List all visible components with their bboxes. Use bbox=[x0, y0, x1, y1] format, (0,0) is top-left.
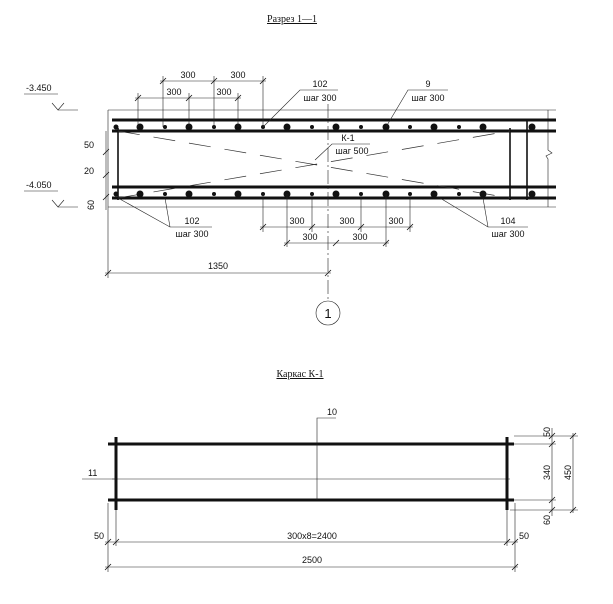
svg-text:50: 50 bbox=[84, 140, 94, 150]
svg-text:50: 50 bbox=[94, 531, 104, 541]
svg-text:102: 102 bbox=[184, 216, 199, 226]
svg-text:300: 300 bbox=[352, 232, 367, 242]
svg-text:50: 50 bbox=[519, 531, 529, 541]
svg-text:9: 9 bbox=[425, 79, 430, 89]
svg-text:300: 300 bbox=[302, 232, 317, 242]
svg-text:300x8=2400: 300x8=2400 bbox=[287, 531, 337, 541]
svg-text:300: 300 bbox=[166, 87, 181, 97]
svg-text:300: 300 bbox=[230, 70, 245, 80]
elevation-top: -3.450 bbox=[24, 83, 78, 111]
svg-text:102: 102 bbox=[312, 79, 327, 89]
left-dimensions: 50 20 60 bbox=[84, 131, 110, 210]
bottom-frame-dimensions: 50 300x8=2400 50 2500 bbox=[94, 503, 529, 572]
svg-text:11: 11 bbox=[88, 468, 97, 478]
svg-text:340: 340 bbox=[542, 465, 552, 480]
svg-text:-3.450: -3.450 bbox=[26, 83, 52, 93]
svg-text:шаг 300: шаг 300 bbox=[411, 93, 444, 103]
svg-text:450: 450 bbox=[563, 465, 573, 480]
svg-text:шаг 300: шаг 300 bbox=[491, 229, 524, 239]
top-dimensions: 300 300 300 300 bbox=[134, 70, 267, 127]
svg-text:шаг 300: шаг 300 bbox=[303, 93, 336, 103]
callout-k1: К-1 шаг 500 bbox=[314, 133, 370, 161]
svg-text:10: 10 bbox=[327, 407, 337, 417]
stirrup-diagonals bbox=[117, 130, 511, 199]
svg-text:60: 60 bbox=[86, 200, 96, 210]
axis-marker bbox=[315, 300, 341, 326]
section-title: Разрез 1—1 bbox=[267, 14, 317, 25]
svg-text:104: 104 bbox=[500, 216, 515, 226]
frame-bars bbox=[108, 437, 514, 510]
svg-text:300: 300 bbox=[180, 70, 195, 80]
frame-title: Каркас К-1 bbox=[276, 369, 323, 380]
callout-bottom-102: 102 шаг 300 bbox=[117, 197, 212, 239]
callout-11: 11 bbox=[82, 468, 116, 480]
dim-1350: 1350 bbox=[208, 261, 228, 271]
rebar-lines bbox=[112, 118, 556, 200]
callout-bottom-104: 104 шаг 300 bbox=[439, 197, 528, 239]
bottom-bars bbox=[113, 190, 536, 198]
svg-text:шаг 300: шаг 300 bbox=[175, 229, 208, 239]
bottom-dimensions: 300 300 300 300 300 1350 bbox=[104, 194, 414, 278]
axis-label: 1 bbox=[324, 306, 331, 321]
svg-text:300: 300 bbox=[339, 216, 354, 226]
svg-text:20: 20 bbox=[84, 166, 94, 176]
slab-outline bbox=[107, 109, 556, 208]
svg-text:60: 60 bbox=[542, 515, 552, 525]
svg-text:50: 50 bbox=[542, 427, 552, 437]
callout-top-9: 9 шаг 300 bbox=[385, 79, 448, 128]
svg-text:-4.050: -4.050 bbox=[26, 180, 52, 190]
callout-10: 10 bbox=[316, 407, 337, 500]
svg-text:300: 300 bbox=[216, 87, 231, 97]
svg-text:300: 300 bbox=[388, 216, 403, 226]
svg-text:2500: 2500 bbox=[302, 555, 322, 565]
callout-top-102: 102 шаг 300 bbox=[262, 79, 338, 128]
svg-text:К-1: К-1 bbox=[341, 133, 354, 143]
elevation-bottom: -4.050 bbox=[24, 180, 78, 208]
top-bars bbox=[113, 123, 536, 131]
right-dimensions: 50 340 60 450 bbox=[510, 427, 578, 525]
svg-text:300: 300 bbox=[289, 216, 304, 226]
svg-text:шаг 500: шаг 500 bbox=[335, 146, 368, 156]
